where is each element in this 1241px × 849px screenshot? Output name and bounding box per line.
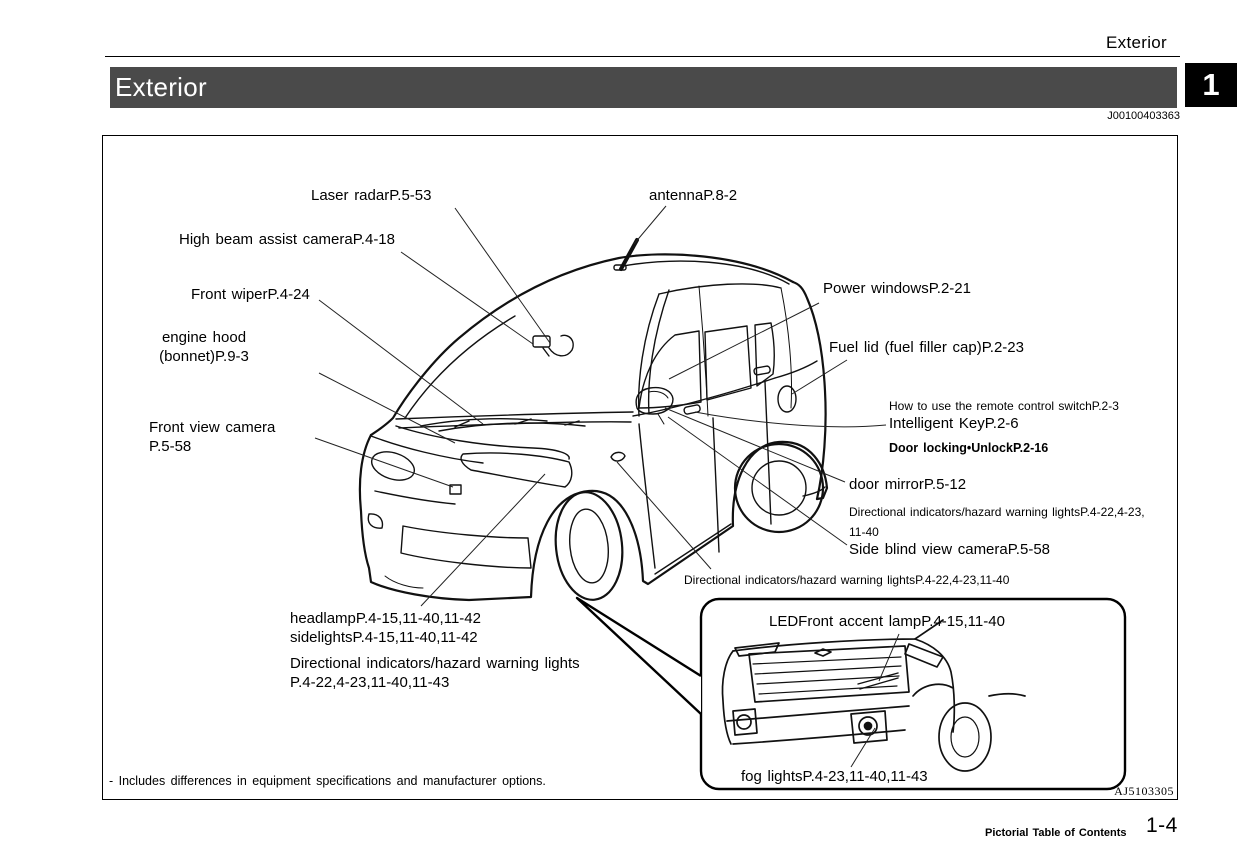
callout-engine-hood-line2: (bonnet)P.9-3 bbox=[159, 348, 249, 365]
callout-front-wiper: Front wiperP.4-24 bbox=[191, 286, 310, 303]
callout-front-view-camera-line1: Front view camera bbox=[149, 419, 276, 436]
callout-antenna: antennaP.8-2 bbox=[649, 187, 738, 204]
callout-directional-indicators-side-line1: Directional indicators/hazard warning li… bbox=[849, 505, 1145, 519]
footer-page-number: 1-4 bbox=[1146, 814, 1178, 837]
footer-label: Pictorial Table of Contents bbox=[985, 827, 1127, 839]
callout-headlamp-group: headlampP.4-15,11-40,11-42 sidelightsP.4… bbox=[290, 609, 580, 692]
doc-code: J00100403363 bbox=[1107, 110, 1180, 122]
callout-front-view-camera: Front view camera P.5-58 bbox=[149, 418, 275, 456]
callout-intelligent-key: Intelligent KeyP.2-6 bbox=[889, 415, 1019, 432]
car-line-art bbox=[314, 205, 1127, 791]
callout-fuel-lid: Fuel lid (fuel filler cap)P.2-23 bbox=[829, 339, 1024, 356]
inset-label-led-accent-lamp: LEDFront accent lampP.4-15,11-40 bbox=[769, 613, 1005, 630]
callout-headlamp: headlampP.4-15,11-40,11-42 bbox=[290, 610, 481, 627]
section-title: Exterior bbox=[115, 72, 207, 102]
diagram-frame: Laser radarP.5-53 High beam assist camer… bbox=[102, 135, 1178, 800]
callout-side-blind-view-camera: Side blind view cameraP.5-58 bbox=[849, 541, 1051, 558]
callout-engine-hood-line1: engine hood bbox=[161, 329, 247, 346]
callout-engine-hood: engine hood (bonnet)P.9-3 bbox=[143, 328, 265, 366]
callout-sidelights: sidelightsP.4-15,11-40,11-42 bbox=[290, 629, 478, 646]
callout-directional-indicators-bottom: Directional indicators/hazard warning li… bbox=[684, 573, 1010, 587]
callout-door-locking: Door locking•UnlockP.2-16 bbox=[889, 441, 1049, 455]
section-header: Exterior bbox=[110, 67, 1177, 108]
chapter-number: 1 bbox=[1202, 67, 1220, 102]
figure-code: AJ5103305 bbox=[1114, 784, 1174, 798]
callout-laser-radar: Laser radarP.5-53 bbox=[311, 187, 432, 204]
callout-power-windows: Power windowsP.2-21 bbox=[823, 280, 971, 297]
callout-door-mirror: door mirrorP.5-12 bbox=[849, 476, 967, 493]
inset-label-fog-lights: fog lightsP.4-23,11-40,11-43 bbox=[741, 768, 928, 785]
page-eyebrow: Exterior bbox=[1106, 33, 1167, 52]
callout-directional-indicators-side-line2: 11-40 bbox=[849, 525, 879, 539]
note-text: - Includes differences in equipment spec… bbox=[109, 774, 546, 788]
callout-directional-indicators-front: Directional indicators/hazard warning li… bbox=[290, 655, 580, 672]
callout-front-view-camera-line2: P.5-58 bbox=[149, 438, 192, 455]
chapter-number-box: 1 bbox=[1185, 63, 1237, 107]
top-rule bbox=[105, 56, 1180, 57]
callout-high-beam-camera: High beam assist cameraP.4-18 bbox=[179, 231, 395, 248]
callout-remote-switch: How to use the remote control switchP.2-… bbox=[889, 399, 1119, 413]
callout-directional-indicators-front-pages: P.4-22,4-23,11-40,11-43 bbox=[290, 674, 450, 691]
callout-directional-indicators-side: Directional indicators/hazard warning li… bbox=[849, 502, 1145, 542]
